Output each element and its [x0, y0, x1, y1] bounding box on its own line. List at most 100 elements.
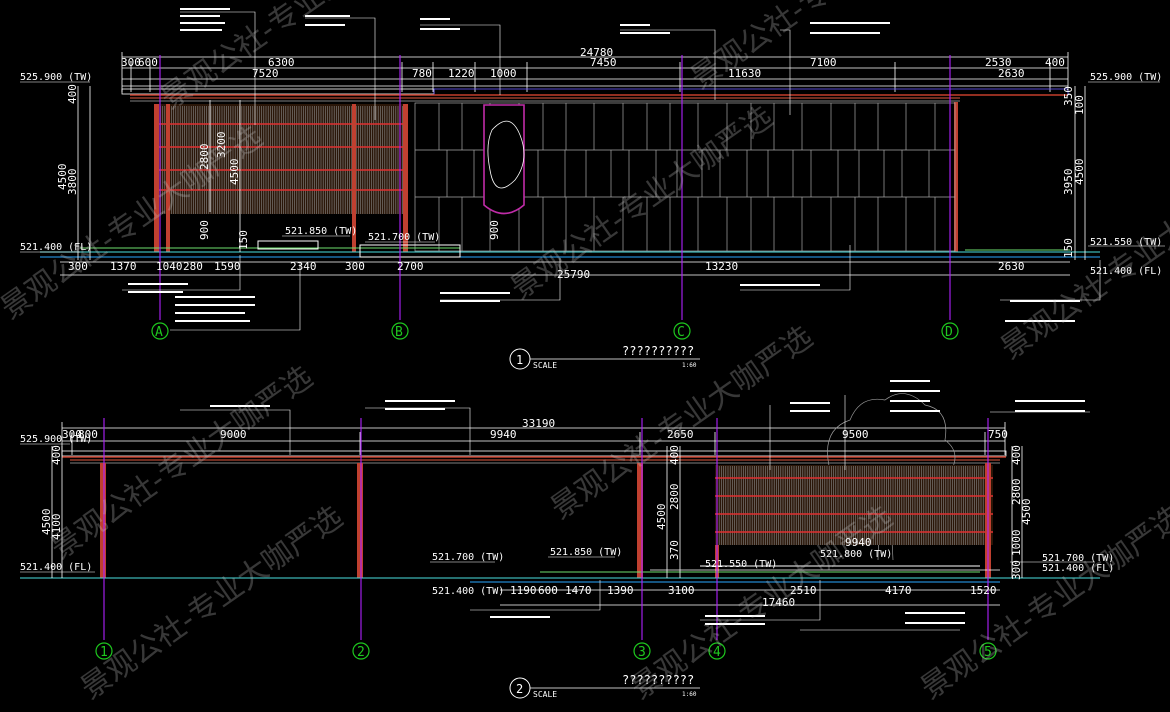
- dim-v2-top: 750: [988, 428, 1008, 441]
- elevation-view-2: 33190 300 800 9000 9940 2650 9500 750 11…: [20, 380, 1114, 699]
- dim-v1-top: 7450: [590, 56, 617, 69]
- elev-v2-fl-a: 521.400 (TW): [432, 586, 504, 597]
- axis-label-1: 1: [100, 645, 108, 660]
- dim-v2-vertical: 400: [50, 445, 63, 465]
- view2-number: 2: [516, 682, 523, 696]
- elev-v2-base-left: 521.400 (FL): [20, 562, 92, 573]
- dim-v2-vertical: 4500: [1020, 499, 1033, 526]
- dim-v1-top: 600: [138, 56, 158, 69]
- view2-axis-lines: [103, 418, 989, 640]
- dim-v1-vertical: 150: [1062, 238, 1075, 258]
- elev-v2-tw-b: 521.850 (TW): [550, 547, 622, 558]
- axis-label-C: C: [677, 325, 685, 340]
- dim-v2-bottom: 1470: [565, 584, 592, 597]
- dim-v2-vertical: 400: [1010, 445, 1023, 465]
- dim-v1-vertical: 150: [237, 230, 250, 250]
- dim-v1-bottom: 1590: [214, 260, 241, 273]
- dim-v1-bottom: 13230: [705, 260, 738, 273]
- dim-v2-bottom: 4170: [885, 584, 912, 597]
- dim-v1-vertical: 400: [66, 84, 79, 104]
- watermark-text: 景观公社-专业大咖严选: [0, 120, 269, 327]
- left-screen-panel: [154, 104, 407, 214]
- dim-v2-bottom: 9940: [845, 536, 872, 549]
- dim-v1-vertical: 900: [488, 220, 501, 240]
- axis-label-A: A: [155, 325, 163, 340]
- elev-v2-mid-tw2: 521.800 (TW): [820, 549, 892, 560]
- view1-columns: [154, 102, 958, 252]
- view2-title: ??????????: [622, 673, 694, 687]
- dim-v1-top: 2630: [998, 67, 1025, 80]
- dim-v1-top: 6300: [268, 56, 295, 69]
- dim-v1-vertical: 3800: [66, 169, 79, 196]
- view1-number: 1: [516, 353, 523, 367]
- dim-v2-vertical: 1000: [1010, 530, 1023, 557]
- dim-v1-top: 7520: [252, 67, 279, 80]
- axis-label-B: B: [395, 325, 403, 340]
- dim-v2-bottom: 1520: [970, 584, 997, 597]
- dim-v2-bottom: 1190: [510, 584, 537, 597]
- dim-v2-vertical: 300: [1010, 560, 1023, 580]
- view2-scale-label: SCALE: [533, 690, 557, 699]
- elev-v2-top-left: 525.900 (TW): [20, 434, 92, 445]
- right-screen-panel: [715, 465, 993, 545]
- elev-v1-tw-2: 521.700 (TW): [368, 232, 440, 243]
- dim-v2-vertical: 4500: [40, 509, 53, 536]
- top-dimension-lines: [121, 52, 1069, 92]
- dim-v1-vertical: 350: [1062, 86, 1075, 106]
- dim-v2-bottom: 1390: [607, 584, 634, 597]
- dim-v1-vertical: 2800: [198, 144, 211, 171]
- elev-v2-right-tw: 521.700 (TW): [1042, 553, 1114, 564]
- dim-v1-top: 780: [412, 67, 432, 80]
- view1-scale-label: SCALE: [533, 361, 557, 370]
- view1-scale-value: 1:60: [682, 362, 697, 369]
- dim-v2-top: 9000: [220, 428, 247, 441]
- dim-v2-bottom: 600: [538, 584, 558, 597]
- dim-v1-bottom: 25790: [557, 268, 590, 281]
- view2-axis-bubbles: 1 2 3 4 5: [95, 642, 997, 660]
- dim-v1-top: 400: [1045, 56, 1065, 69]
- dim-v1-bottom: 280: [183, 260, 203, 273]
- dim-v1-vertical: 3950: [1062, 169, 1075, 196]
- dim-v1-top: 2530: [985, 56, 1012, 69]
- axis-label-4: 4: [713, 645, 721, 660]
- axis-label-3: 3: [638, 645, 646, 660]
- dim-v1-bottom: 2340: [290, 260, 317, 273]
- elev-v1-right-fl: 521.400 (FL): [1090, 266, 1162, 277]
- dim-v1-top: 1000: [490, 67, 517, 80]
- watermark-text: 景观公社-专业大咖严选: [505, 100, 780, 307]
- dim-v1-bottom: 2630: [998, 260, 1025, 273]
- dim-v1-top: 7100: [810, 56, 837, 69]
- dim-v2-bottom: 3100: [668, 584, 695, 597]
- elev-v2-tw-a: 521.700 (TW): [432, 552, 504, 563]
- feature-opening: [483, 104, 525, 215]
- view1-title-block: 1 ?????????? SCALE 1:60: [509, 344, 700, 370]
- dim-v1-vertical: 4500: [56, 164, 69, 191]
- dim-v1-vertical: 4500: [228, 159, 241, 186]
- axis-label-2: 2: [357, 645, 365, 660]
- dim-v1-top: 11630: [728, 67, 761, 80]
- dim-v1-vertical: 4500: [1073, 159, 1086, 186]
- dim-v2-bottom: 17460: [762, 596, 795, 609]
- dim-v2-vertical: 370: [668, 540, 681, 560]
- dim-v2-overall: 33190: [522, 417, 555, 430]
- elev-v1-tw-1: 521.850 (TW): [285, 226, 357, 237]
- elev-v1-base-left: 521.400 (FL): [20, 242, 92, 253]
- dim-v1-bottom: 1370: [110, 260, 137, 273]
- view2-scale-value: 1:60: [682, 691, 697, 698]
- elevation-view-1: 24780 300 600 6300 780 1220 1000 7450 71…: [20, 8, 1165, 370]
- view2-title-block: 2 ?????????? SCALE 1:60: [509, 673, 700, 699]
- view1-title: ??????????: [622, 344, 694, 358]
- dim-v2-vertical: 2800: [668, 484, 681, 511]
- elev-v1-top-right: 525.900 (TW): [1090, 72, 1162, 83]
- dim-v2-top: 2650: [667, 428, 694, 441]
- dim-v2-vertical: 4500: [655, 504, 668, 531]
- watermark-text: 景观公社-专业大咖严选: [685, 0, 960, 97]
- dim-v1-bottom: 300: [345, 260, 365, 273]
- dim-v2-vertical: 400: [668, 445, 681, 465]
- dim-v2-vertical: 2800: [1010, 479, 1023, 506]
- elev-v1-right-tw: 521.550 (TW): [1090, 237, 1162, 248]
- view1-axis-bubbles: A B C D: [151, 322, 959, 340]
- dim-v2-bottom: 2510: [790, 584, 817, 597]
